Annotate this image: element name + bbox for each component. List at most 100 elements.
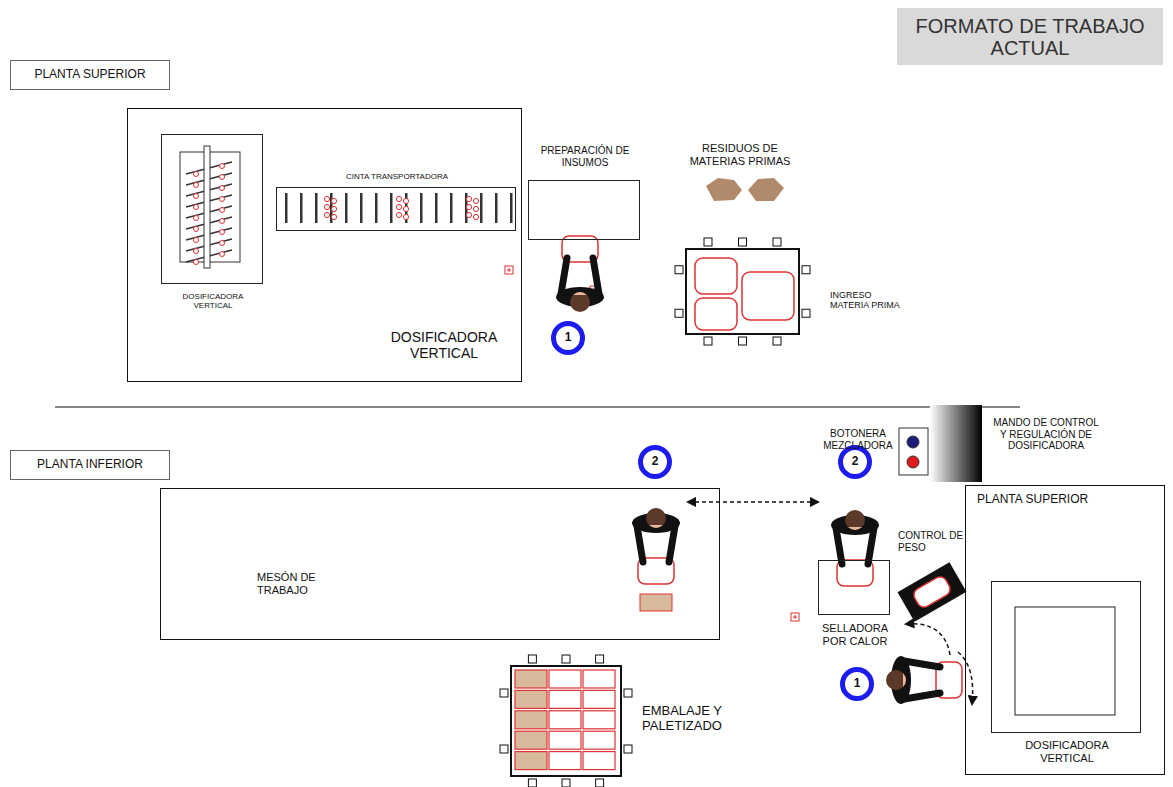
node-label: MESÓN DE TRABAJO [257, 571, 327, 596]
dosing-machine [194, 238, 199, 243]
dosing-machine [220, 219, 225, 224]
marker-square [505, 266, 799, 621]
conveyor-belt [396, 204, 401, 209]
callout-number: 2 [652, 455, 659, 469]
conveyor-belt [285, 193, 513, 223]
dosing-machine [204, 146, 210, 268]
dosing-machine [194, 249, 199, 254]
machine-box: DOSIFICADORA VERTICAL [991, 581, 1141, 733]
workbench-box: MESÓN DE TRABAJO [160, 488, 720, 640]
conveyor-belt [466, 212, 471, 217]
dosing-machine [194, 216, 199, 221]
box [640, 594, 672, 611]
node-label: DOSIFICADORA VERTICAL [379, 329, 509, 361]
conveyor-belt [285, 193, 288, 223]
button-panel [899, 428, 928, 475]
pallet [549, 711, 581, 729]
conveyor-belt [466, 204, 471, 209]
conveyor-belt [480, 193, 483, 223]
pallet [773, 337, 781, 345]
floor-label: PLANTA INFERIOR [10, 450, 170, 480]
floor-separator [55, 407, 1020, 408]
worker [632, 508, 680, 584]
dosing-machine [220, 197, 225, 202]
dosing-machine [194, 172, 199, 177]
conveyor-belt [331, 214, 336, 219]
conveyor-belt [300, 193, 303, 223]
pallet-box: EMBALAJE Y PALETIZADO [510, 665, 622, 777]
movement-arrow [688, 501, 818, 503]
panel-label: BOTONERA MEZCLADORA [818, 428, 898, 451]
dosing-machine [180, 146, 240, 268]
dosing-machine [220, 164, 225, 169]
area-label: RESIDUOS DE MATERIAS PRIMAS [675, 142, 805, 167]
dosing-machine [220, 208, 225, 213]
node-label: PLANTA SUPERIOR [34, 68, 145, 82]
pallet [515, 731, 547, 749]
conveyor-belt [403, 198, 408, 203]
device-label: CONTROL DE PESO [898, 530, 964, 553]
conveyor-belt [345, 193, 348, 223]
conveyor-belt [324, 196, 329, 201]
residue [748, 178, 784, 201]
machine-box: DOSIFICADORA VERTICAL [161, 134, 263, 284]
pallet [549, 690, 581, 708]
pallet [549, 752, 581, 770]
conveyor-belt [375, 193, 378, 223]
conveyor-belt [396, 196, 401, 201]
dosing-machine [1015, 607, 1115, 715]
conveyor-belt [396, 212, 401, 217]
pallet [596, 779, 604, 787]
dosing-machine [194, 183, 199, 188]
pallet [624, 689, 632, 697]
pallet [773, 238, 781, 246]
pallet [562, 655, 570, 663]
conveyor-belt [510, 193, 513, 223]
conveyor-belt [473, 214, 478, 219]
node-label: DOSIFICADORA VERTICAL [173, 292, 253, 310]
pallet [704, 238, 712, 246]
pallet [802, 309, 810, 317]
floor-label: PLANTA SUPERIOR [10, 60, 170, 90]
pallet [549, 670, 581, 688]
control-panel [930, 405, 982, 482]
conveyor-belt [466, 196, 471, 201]
conveyor-belt [324, 204, 329, 209]
conveyor-belt [390, 193, 393, 223]
conveyor-belt [403, 206, 408, 211]
pallet [802, 266, 810, 274]
pallet-box: INGRESO MATERIA PRIMA [685, 248, 800, 335]
button-panel [899, 428, 928, 475]
dosing-machine [220, 252, 225, 257]
conveyor-belt [403, 214, 408, 219]
title-box: FORMATO DE TRABAJO ACTUAL [897, 8, 1163, 65]
conveyor-belt [473, 206, 478, 211]
scale [911, 574, 952, 609]
callout-number: 2 [852, 455, 859, 469]
pallet [675, 309, 683, 317]
marker-square [791, 613, 799, 621]
callout-number: 1 [565, 331, 572, 345]
button-panel [907, 456, 919, 468]
title: FORMATO DE TRABAJO ACTUAL [905, 15, 1155, 59]
residue [706, 178, 742, 201]
pallet [695, 298, 737, 330]
table-box: PREPARACIÓN DE INSUMOS [528, 180, 640, 240]
conveyor-belt [435, 193, 438, 223]
pallet [583, 731, 615, 749]
pallet [500, 655, 632, 787]
movement-arrow [906, 624, 950, 655]
scale [898, 562, 967, 621]
callout-number: 1 [854, 677, 861, 691]
dosing-machine [194, 260, 199, 265]
node-label: CINTA TRANSPORTADORA [277, 172, 517, 181]
conveyor-belt [450, 193, 453, 223]
conveyor-belt [331, 206, 336, 211]
pallet [583, 670, 615, 688]
node-label: DOSIFICADORA VERTICAL [1017, 739, 1117, 764]
conveyor-belt [473, 198, 478, 203]
pallet [562, 779, 570, 787]
pallet [515, 752, 547, 770]
panel-label: MANDO DE CONTROL Y REGULACIÓN DE DOSIFIC… [990, 417, 1102, 452]
